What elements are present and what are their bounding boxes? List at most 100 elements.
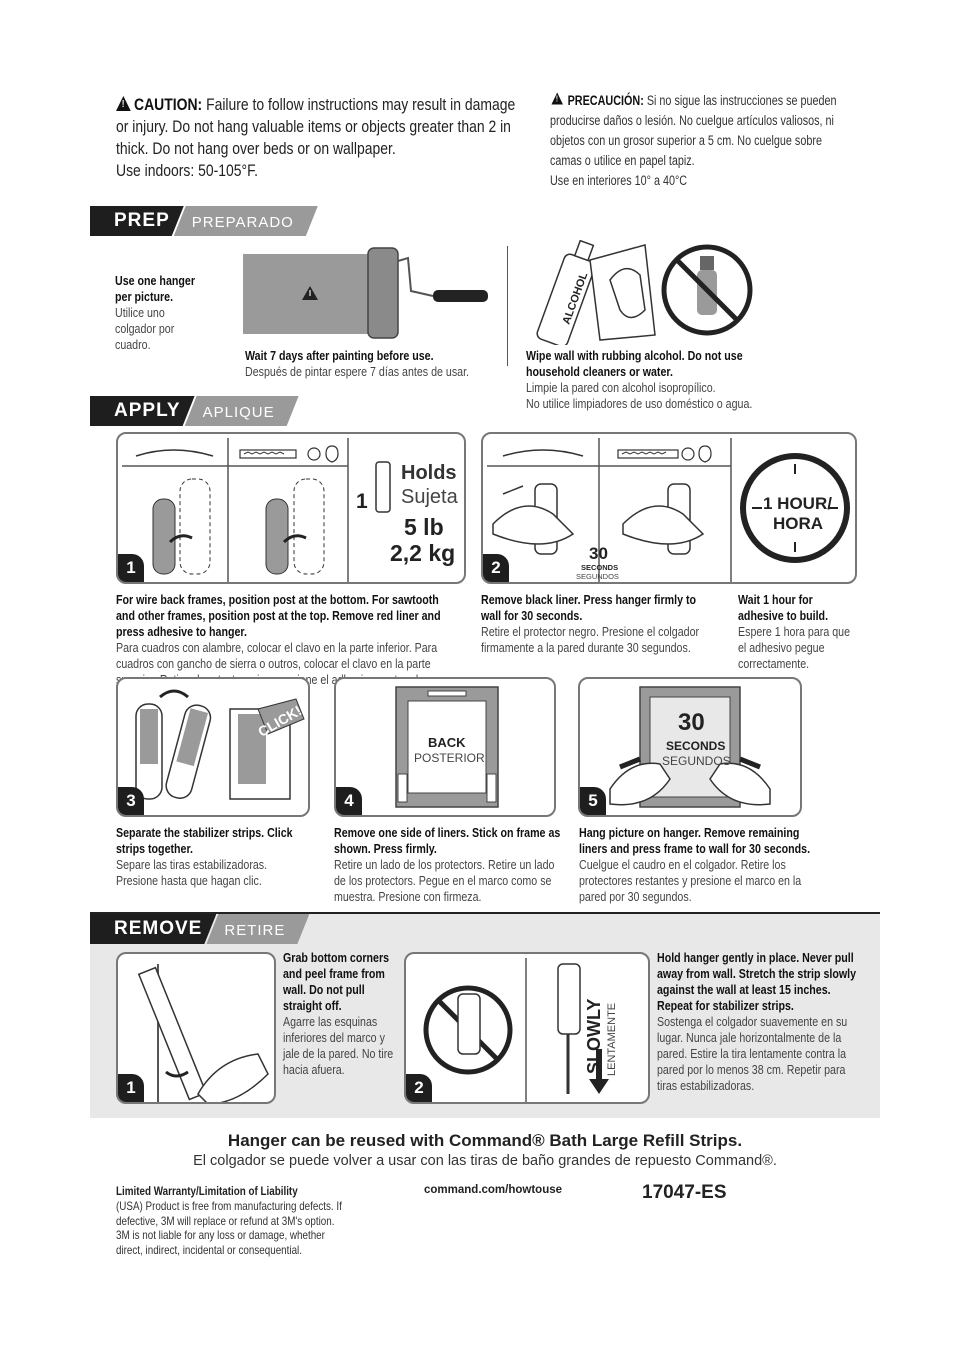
step2-seconds: 30 xyxy=(589,544,608,563)
step4-text-es: Retire un lado de los protectors. Retire… xyxy=(334,857,555,904)
prep-banner: PREP PREPARADO xyxy=(90,206,318,236)
step1-text-en: For wire back frames, position post at t… xyxy=(116,592,441,639)
remove-title: REMOVE xyxy=(90,914,216,944)
hanger-note-es: Utilice uno colgador por cuadro. xyxy=(115,305,175,352)
step5-text-en: Hang picture on hanger. Remove remaining… xyxy=(579,825,811,856)
wipe-note-es1: Limpie la pared con alcohol isopropílico… xyxy=(526,380,716,395)
footer-url[interactable]: command.com/howtouse xyxy=(424,1184,563,1196)
weight-lb: 5 lb xyxy=(404,514,444,540)
back-label-es: POSTERIOR xyxy=(414,751,485,765)
holds-es: Sujeta xyxy=(401,486,458,508)
step3-text-en: Separate the stabilizer strips. Click st… xyxy=(116,825,293,856)
step2-number: 2 xyxy=(483,554,509,582)
precaucion-use: Use en interiores 10° a 40°C xyxy=(550,173,688,188)
step1-number: 1 xyxy=(118,554,144,582)
remove-step1-panel: 1 xyxy=(116,952,276,1104)
warranty: Limited Warranty/Limitation of Liability… xyxy=(116,1184,346,1257)
step4-illustration xyxy=(395,686,499,808)
apply-banner: APPLY APLIQUE xyxy=(90,396,299,426)
apply-step1-panel: 1 Holds Sujeta 5 lb 2,2 kg 1 xyxy=(116,432,466,584)
apply-step4-panel: BACK POSTERIOR 4 xyxy=(334,677,556,817)
holds-count: 1 xyxy=(356,490,368,513)
remove-step2-text: Hold hanger gently in place. Never pull … xyxy=(657,950,858,1094)
precaucion-label: PRECAUCIÓN: xyxy=(567,93,644,108)
remove-step1-text: Grab bottom corners and peel frame from … xyxy=(283,950,398,1078)
weight-kg: 2,2 kg xyxy=(390,540,456,566)
step3-number: 3 xyxy=(118,787,144,815)
step3-text-es: Separe las tiras estabilizadoras. Presio… xyxy=(116,857,268,888)
remove-step2-en: Hold hanger gently in place. Never pull … xyxy=(657,950,857,1013)
remove-step2-es: Sostenga el colgador suavemente en su lu… xyxy=(657,1014,848,1093)
caution-use: Use indoors: 50-105°F. xyxy=(116,161,258,180)
apply-step5-panel: 30 SECONDS SEGUNDOS 5 xyxy=(578,677,802,817)
step2-seconds-en: SECONDS xyxy=(581,563,619,572)
remove-step1-illustration xyxy=(137,964,269,1102)
step4-text-en: Remove one side of liners. Stick on fram… xyxy=(334,825,561,856)
warning-icon xyxy=(116,96,131,111)
hanger-note-en: Use one hanger per picture. xyxy=(115,273,195,304)
remove-top-rule xyxy=(90,912,880,914)
paint-illustration xyxy=(243,246,493,341)
wait-text-en: Wait 1 hour for adhesive to build. xyxy=(738,592,829,623)
apply-wait-text: Wait 1 hour for adhesive to build. Esper… xyxy=(738,592,857,672)
apply-step4-text: Remove one side of liners. Stick on fram… xyxy=(334,825,564,905)
reuse-es: El colgador se puede volver a usar con l… xyxy=(193,1153,777,1169)
remove-subtitle: RETIRE xyxy=(206,914,309,944)
paint-note: Wait 7 days after painting before use. D… xyxy=(245,348,491,380)
apply-step3-text: Separate the stabilizer strips. Click st… xyxy=(116,825,305,889)
remove-step1-number: 1 xyxy=(118,1074,144,1102)
wipe-illustration: ALCOHOL xyxy=(525,239,755,348)
prep-subtitle: PREPARADO xyxy=(174,206,318,236)
step5-illustration xyxy=(609,686,771,808)
step2-text-es: Retire el protector negro. Presione el c… xyxy=(481,624,700,655)
caution-label: CAUTION: xyxy=(134,95,203,114)
remove-step1-es: Agarre las esquinas inferiores del marco… xyxy=(283,1014,394,1077)
step1-illustration xyxy=(122,438,391,582)
step2-text-en: Remove black liner. Press hanger firmly … xyxy=(481,592,697,623)
remove-step1-en: Grab bottom corners and peel frame from … xyxy=(283,950,390,1013)
step5-seconds-en: SECONDS xyxy=(666,739,726,753)
remove-step2-illustration xyxy=(423,958,609,1102)
wait-text-es: Espere 1 hora para que el adhesivo pegue… xyxy=(738,624,851,671)
apply-subtitle: APLIQUE xyxy=(185,396,299,426)
caution-es: PRECAUCIÓN: Si no sigue las instruccione… xyxy=(550,91,854,191)
caution-en: CAUTION: Failure to follow instructions … xyxy=(116,94,526,182)
step3-illustration xyxy=(135,689,305,800)
holds-en: Holds xyxy=(401,462,457,484)
remove-step2-number: 2 xyxy=(406,1074,432,1102)
wipe-note-en: Wipe wall with rubbing alcohol. Do not u… xyxy=(526,348,743,379)
apply-title: APPLY xyxy=(90,396,195,426)
paint-note-es: Después de pintar espere 7 días antes de… xyxy=(245,364,470,379)
apply-step2-panel: 30 SECONDS SEGUNDOS 1 HOUR/ HORA 2 xyxy=(481,432,857,584)
slowly-en: SLOWLY xyxy=(584,998,604,1074)
step5-seconds: 30 xyxy=(678,709,705,736)
clock-hour-en: 1 HOUR/ xyxy=(763,494,832,513)
product-code: 17047-ES xyxy=(642,1182,727,1203)
alcohol-wipe-icon: ALCOHOL xyxy=(536,239,753,348)
prep-divider xyxy=(507,246,508,366)
apply-step3-panel: CLICK! 3 xyxy=(116,677,310,817)
step2-seconds-es: SEGUNDOS xyxy=(576,572,619,581)
wipe-note-es2: No utilice limpiadores de uso doméstico … xyxy=(526,396,753,411)
prep-title: PREP xyxy=(90,206,184,236)
paint-roller-icon xyxy=(243,247,488,339)
warranty-title: Limited Warranty/Limitation of Liability xyxy=(116,1184,298,1198)
precaucion-text: Si no sigue las instrucciones se pueden … xyxy=(550,93,837,168)
step5-number: 5 xyxy=(580,787,606,815)
step5-text-es: Cuelgue el caudro en el colgador. Retire… xyxy=(579,857,802,904)
wipe-note: Wipe wall with rubbing alcohol. Do not u… xyxy=(526,348,772,412)
warning-icon xyxy=(551,92,563,105)
back-label-en: BACK xyxy=(428,735,466,750)
caution-text: Failure to follow instructions may resul… xyxy=(116,95,516,158)
warranty-text: (USA) Product is free from manufacturing… xyxy=(116,1199,342,1257)
prep-hanger-note: Use one hanger per picture. Utilice uno … xyxy=(115,273,205,353)
step5-seconds-es: SEGUNDOS xyxy=(662,754,731,768)
step4-number: 4 xyxy=(336,787,362,815)
slowly-es: LENTAMENTE xyxy=(606,1002,618,1076)
reuse-en: Hanger can be reused with Command® Bath … xyxy=(227,1131,743,1150)
paint-note-en: Wait 7 days after painting before use. xyxy=(245,348,434,363)
remove-banner: REMOVE RETIRE xyxy=(90,914,309,944)
apply-step5-text: Hang picture on hanger. Remove remaining… xyxy=(579,825,813,905)
clock-hour-es: HORA xyxy=(773,514,824,533)
remove-step2-panel: SLOWLY LENTAMENTE 2 xyxy=(404,952,650,1104)
